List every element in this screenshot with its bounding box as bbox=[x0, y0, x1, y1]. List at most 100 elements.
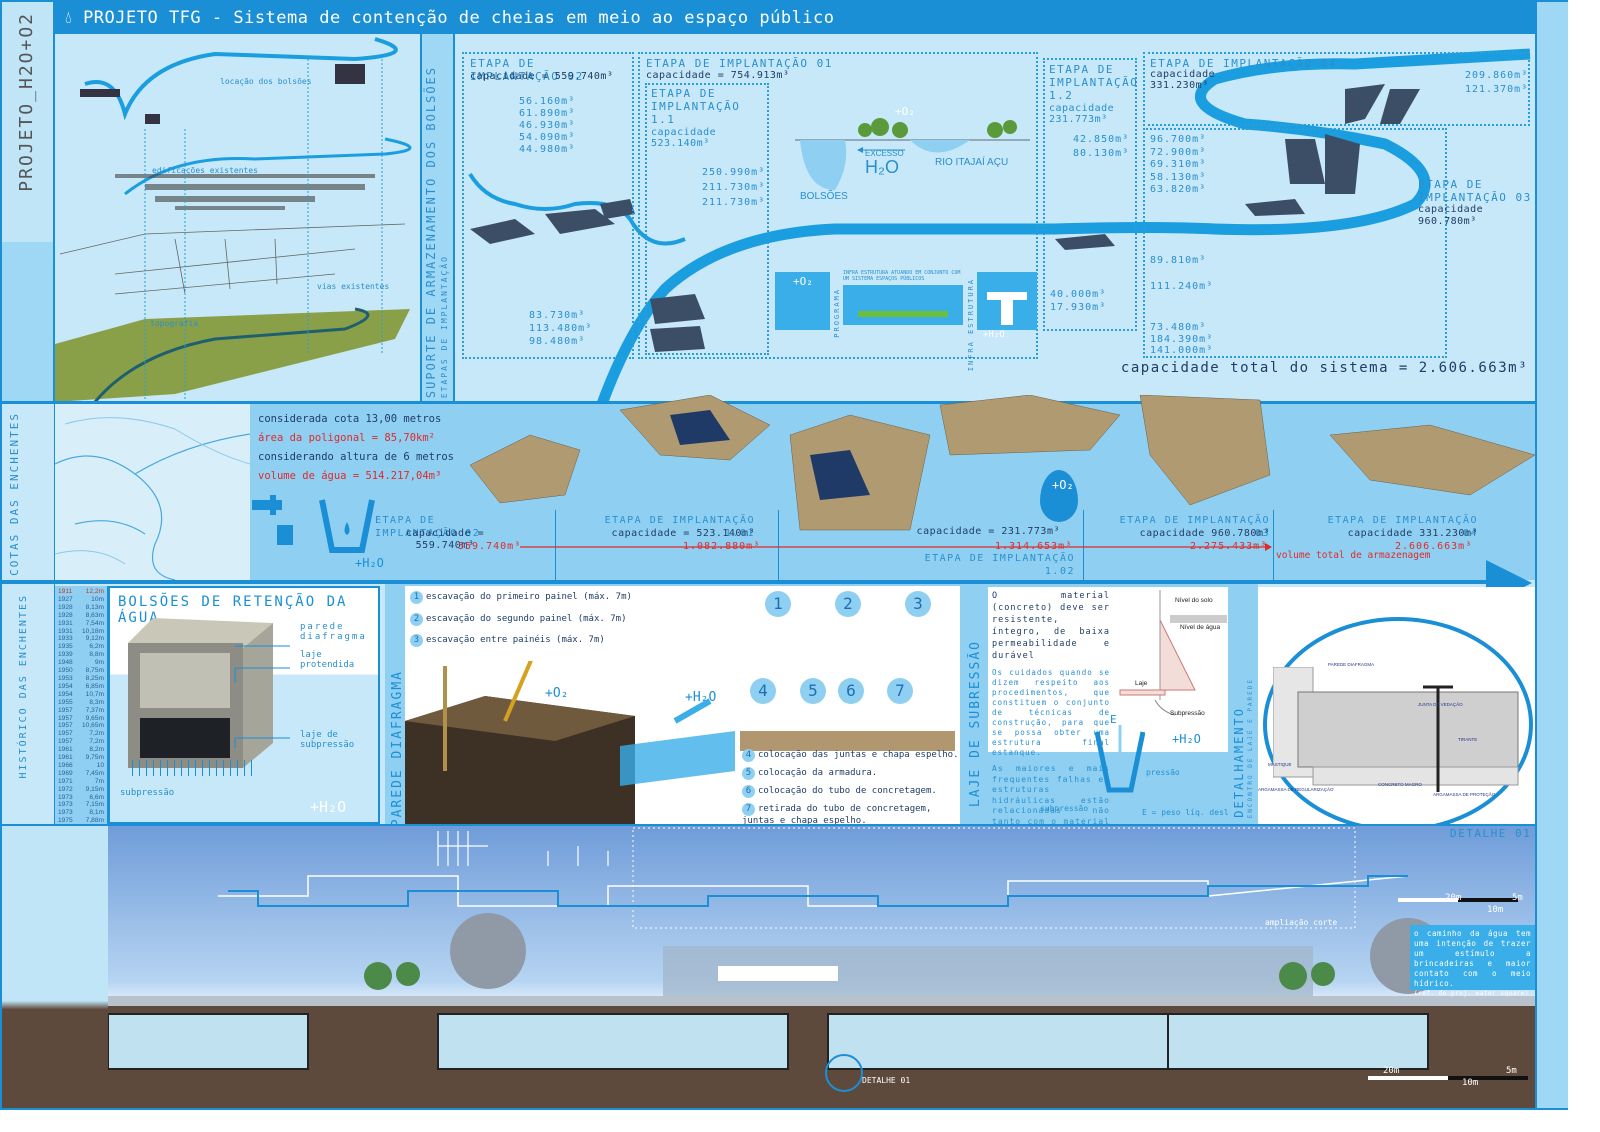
detail-label: DETALHE 01 bbox=[1450, 827, 1532, 840]
program-caption: INFRA ESTRUTURA ATUANDO EM CONJUNTO COM … bbox=[843, 270, 961, 282]
water-drop-icon: 💧︎ bbox=[65, 8, 73, 28]
divider bbox=[2, 401, 1535, 404]
scheme-pockets: BOLSÕES bbox=[800, 191, 848, 202]
stage-12-title: ETAPA DE IMPLANTAÇÃO 1.2 bbox=[1049, 63, 1139, 102]
scale-bar-top bbox=[1398, 898, 1518, 902]
storage-section-title: SUPORTE DE ARMAZENAMENTO DOS BOLSÕES bbox=[424, 65, 438, 398]
capacity-value: 250.990m³ bbox=[702, 167, 766, 178]
section-drawing bbox=[34, 827, 1535, 1108]
subpressure-title: LAJE DE SUBRESSÃO bbox=[968, 640, 983, 808]
timeline-stage-title: ETAPA DE IMPLANTAÇÃO 1.01 bbox=[604, 515, 755, 539]
label-subpressao: subpressão bbox=[1040, 804, 1089, 813]
label-pressure: pressão bbox=[1146, 768, 1180, 777]
page-title: PROJETO TFG - Sistema de contenção de ch… bbox=[83, 8, 835, 28]
timeline-stage-capacity: capacidade = 231.773m³ bbox=[916, 526, 1060, 537]
cumulative-arrow bbox=[520, 543, 1272, 551]
section-cut bbox=[34, 826, 1535, 1108]
history-title: HISTÓRICO DAS ENCHENTES bbox=[18, 594, 29, 779]
history-year: 1971 bbox=[58, 777, 73, 785]
stage-11-cap-value: 523.140m³ bbox=[651, 138, 710, 149]
label-water-level: Nível de água bbox=[1180, 624, 1221, 631]
history-level: 6,2m bbox=[89, 643, 104, 651]
history-year: 1973 bbox=[58, 793, 73, 801]
label-laje-protendida: laje protendida bbox=[300, 650, 355, 670]
timeline-stage-capacity: capacidade = 523.140m³ bbox=[611, 528, 755, 539]
stage-04-box: ETAPA DE IMPLANTAÇÃO 04 capacidade 331.2… bbox=[1143, 52, 1530, 126]
stage-11-box: ETAPA DE IMPLANTAÇÃO 1.1 capacidade 523.… bbox=[645, 83, 769, 355]
history-level: 9,75m bbox=[85, 754, 104, 762]
total-storage-label: volume total de armazenagem bbox=[1276, 550, 1431, 561]
layered-site-map: locação dos bolsões edificações existent… bbox=[55, 34, 422, 402]
scheme-drawing bbox=[795, 118, 1030, 190]
history-level: 8,75m bbox=[85, 667, 104, 675]
timeline-separator bbox=[1273, 510, 1274, 580]
flood-h2o: +H₂O bbox=[355, 556, 384, 570]
history-year: 1931 bbox=[58, 627, 73, 635]
layer-label-topografia: topografia bbox=[150, 319, 199, 328]
storage-section-subtitle: ETAPAS DE IMPLANTAÇÃO bbox=[440, 254, 449, 398]
timeline-stage-title: ETAPA DE IMPLANTAÇÃO 1.02 bbox=[924, 553, 1075, 577]
subpressure-panel bbox=[988, 587, 1228, 752]
detail-marker: DETALHE 01 bbox=[862, 1076, 911, 1085]
history-level: 7,2m bbox=[89, 730, 104, 738]
pocket-shape bbox=[335, 64, 365, 84]
label-parede-diafragma: parede diafragma bbox=[300, 622, 367, 642]
history-year: 1948 bbox=[58, 659, 73, 667]
scale-20m: 20m bbox=[1445, 893, 1462, 903]
divider bbox=[2, 580, 1492, 584]
scheme-river: RIO ITAJAÍ AÇU bbox=[935, 157, 1009, 168]
capacity-value: 40.000m³ bbox=[1050, 289, 1107, 300]
capacity-value: 69.310m³ bbox=[1150, 159, 1207, 170]
history-year: 1927 bbox=[58, 595, 73, 603]
history-level: 7,15m bbox=[85, 801, 104, 809]
timeline-separator bbox=[778, 510, 779, 580]
capacity-value: 56.160m³ bbox=[519, 96, 576, 107]
scale-10m: 10m bbox=[1487, 905, 1504, 915]
history-level: 9,65m bbox=[85, 714, 104, 722]
step-text: escavação do segundo painel (máx. 7m) bbox=[426, 614, 627, 624]
subpressure-h2o: +H₂O bbox=[1172, 732, 1201, 746]
bolsoes-panel: BOLSÕES DE RETENÇÃO DA ÁGUA parede diafr… bbox=[108, 586, 380, 824]
timeline-stage-capacity: capacidade = 559.740m³ bbox=[405, 528, 485, 551]
flood-contour-map bbox=[55, 404, 250, 580]
zoom-label: ampliação corte bbox=[1265, 918, 1338, 927]
stage-03-title: ETAPA DE IMPLANTAÇÃO 03 bbox=[1418, 178, 1532, 204]
section-left bbox=[2, 826, 108, 1108]
flood-height: considerando altura de 6 metros bbox=[258, 451, 454, 463]
capacity-value: 209.860m³ bbox=[1465, 70, 1529, 81]
history-side-label: HISTÓRICO DAS ENCHENTES bbox=[2, 584, 55, 824]
scale-5m-bottom: 5m bbox=[1506, 1066, 1517, 1076]
detail-side-label: DETALHAMENTO ENCONTRO DE LAJE E PAREDE bbox=[1230, 584, 1258, 826]
history-year: 1935 bbox=[58, 643, 73, 651]
scale-20m-bottom: 20m bbox=[1383, 1066, 1400, 1076]
step-number-badge: 2 bbox=[410, 613, 423, 626]
drop-o2: +O₂ bbox=[1052, 478, 1074, 492]
capacity-value: 89.810m³ bbox=[1150, 255, 1207, 266]
detail-title: DETALHAMENTO bbox=[1232, 707, 1246, 818]
step-text: colocação das juntas e chapa espelho. bbox=[758, 750, 959, 760]
history-level: 12,2m bbox=[85, 588, 104, 595]
program-panel: +O₂ PROGRAMA INFRA ESTRUTURA ATUANDO EM … bbox=[775, 270, 1040, 371]
step-text: colocação da armadura. bbox=[758, 768, 878, 778]
step-illustration-badge: 1 bbox=[765, 591, 791, 617]
history-level: 6,85m bbox=[85, 682, 104, 690]
detail-callout-label: JUNTA DE VEDAÇÃO bbox=[1418, 702, 1463, 707]
stage-03-label: ETAPA DE IMPLANTAÇÃO 03 capacidade 960.7… bbox=[1418, 178, 1533, 228]
timeline-cumulative-value: 559.740m³ bbox=[458, 541, 522, 552]
history-year: 1966 bbox=[58, 761, 73, 769]
capacity-value: 98.480m³ bbox=[529, 336, 586, 347]
flood-section-title: COTAS DAS ENCHENTES bbox=[8, 412, 21, 576]
step-number-badge: 1 bbox=[410, 591, 423, 604]
stage-01-box: ETAPA DE IMPLANTAÇÃO 01 capacidade = 754… bbox=[638, 52, 1038, 359]
history-year: 1939 bbox=[58, 651, 73, 659]
step-illustration-badge: 7 bbox=[887, 678, 913, 704]
retention-box-3d bbox=[128, 618, 273, 768]
